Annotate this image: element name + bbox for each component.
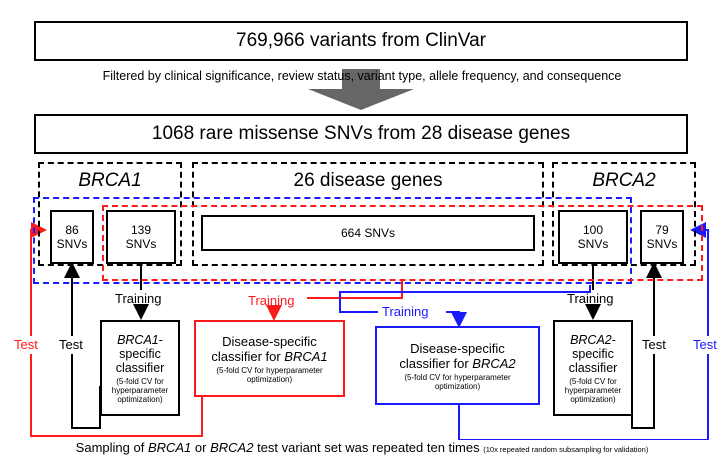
brca1-red-test-label: Test [14, 337, 38, 352]
classifier-note: (5-fold CV for hyperparameter optimizati… [404, 372, 511, 391]
rare-snvs-text: 1068 rare missense SNVs from 28 disease … [151, 123, 571, 144]
classifier-line: classifier for [211, 348, 285, 364]
brca2-training-selection [33, 197, 632, 284]
brca1-group-title: BRCA1 [78, 170, 142, 191]
classifier-line: specific [119, 346, 161, 361]
classifier-hyphen: - [611, 332, 616, 347]
footer-text: test variant set was repeated ten times [253, 440, 484, 455]
footer-note: (10x repeated random subsampling for val… [483, 445, 649, 454]
brca1-group [38, 162, 182, 266]
footer-caption: Sampling of BRCA1 or BRCA2 test variant … [0, 440, 724, 455]
classifier-line: classifier [115, 360, 165, 375]
classifier-hyphen: - [158, 332, 163, 347]
brca2-blue-test-label: Test [693, 337, 717, 352]
footer-text: Sampling of [75, 440, 148, 455]
footer-text: or [191, 440, 211, 455]
classifier-note: (5-fold CV for hyperparameter optimizati… [111, 376, 169, 404]
brca1-specific-classifier: BRCA1- specific classifier (5-fold CV fo… [100, 320, 180, 416]
brca2-group-title: BRCA2 [592, 170, 656, 191]
brca2-specific-classifier: BRCA2- specific classifier (5-fold CV fo… [553, 320, 633, 416]
disease-genes-group [192, 162, 544, 266]
brca1-train-snvs-box: 139 SNVs [106, 210, 176, 264]
snv-count: 664 SNVs [340, 226, 396, 240]
snv-count: 139 [130, 223, 152, 237]
classifier-note: (5-fold CV for hyperparameter optimizati… [564, 376, 622, 404]
footer-gene: BRCA1 [147, 440, 192, 455]
other-genes-snvs-box: 664 SNVs [201, 215, 535, 251]
classifier-note: (5-fold CV for hyperparameter optimizati… [216, 365, 323, 384]
classifier-line: classifier [568, 360, 618, 375]
classifier-line: Disease-specific [410, 340, 505, 356]
disease-brca2-training-label: Training [382, 304, 429, 319]
clinvar-variants-text: 769,966 variants from ClinVar [236, 30, 486, 51]
classifier-gene: BRCA2 [570, 332, 612, 347]
brca1-test-label: Test [59, 337, 83, 352]
brca1-training-selection [102, 205, 703, 281]
classifier-line: Disease-specific [222, 333, 317, 349]
classifier-line: specific [572, 346, 614, 361]
disease-genes-group-title: 26 disease genes [293, 170, 443, 191]
snv-count: 100 [582, 223, 604, 237]
snv-count: 86 [65, 223, 79, 237]
footer-gene: BRCA2 [210, 440, 254, 455]
clinvar-variants-box: 769,966 variants from ClinVar [34, 21, 688, 61]
filter-arrow [308, 69, 414, 110]
snv-unit: SNVs [56, 237, 88, 251]
snv-unit: SNVs [577, 237, 609, 251]
brca1-test-snvs-box: 86 SNVs [50, 210, 94, 264]
disease-specific-brca1-classifier: Disease-specific classifier for BRCA1 (5… [194, 320, 345, 397]
rare-snvs-box: 1068 rare missense SNVs from 28 disease … [34, 114, 688, 154]
brca1-training-label: Training [115, 291, 162, 306]
disease-brca1-training-label: Training [248, 293, 295, 308]
filter-description: Filtered by clinical significance, revie… [102, 69, 622, 83]
brca2-test-label: Test [642, 337, 666, 352]
classifier-line: classifier for [399, 355, 473, 371]
snv-unit: SNVs [646, 237, 678, 251]
brca2-train-snvs-box: 100 SNVs [558, 210, 628, 264]
snv-unit: SNVs [125, 237, 157, 251]
disease-specific-brca2-classifier: Disease-specific classifier for BRCA2 (5… [375, 326, 540, 405]
classifier-gene: BRCA1 [284, 348, 328, 364]
classifier-gene: BRCA2 [472, 355, 516, 371]
brca2-group [552, 162, 696, 266]
brca2-training-label: Training [567, 291, 614, 306]
classifier-gene: BRCA1 [117, 332, 159, 347]
snv-count: 79 [655, 223, 669, 237]
brca2-test-snvs-box: 79 SNVs [640, 210, 684, 264]
